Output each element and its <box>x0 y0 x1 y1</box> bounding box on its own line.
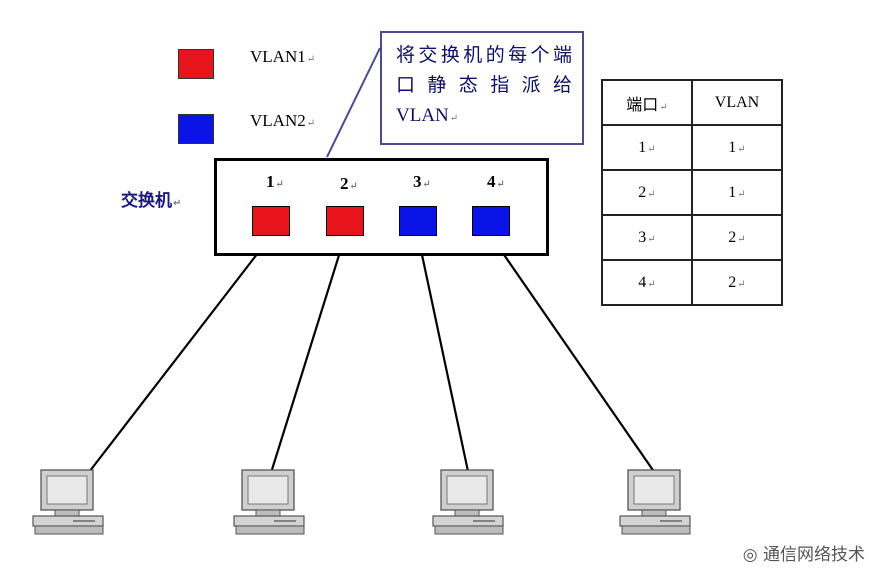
computer-icon-3 <box>432 469 504 535</box>
callout-pointer <box>326 47 381 158</box>
table-cell-port: 2↵ <box>601 169 693 216</box>
table-cell-vlan: 1↵ <box>691 169 783 216</box>
cable-port-3 <box>416 235 471 477</box>
table-cell-vlan: 2↵ <box>691 259 783 306</box>
paragraph-mark: ↵ <box>306 54 316 65</box>
table-header-row: 端口↵ VLAN <box>601 79 783 126</box>
table-cell-vlan: 1↵ <box>691 124 783 171</box>
table-row: 4↵ 2↵ <box>601 259 783 306</box>
switch-label: 交换机↵ <box>121 191 182 211</box>
wechat-icon: ◎ <box>742 545 758 565</box>
computer-icon-4 <box>619 469 691 535</box>
port-number-4: 4↵ <box>487 172 505 191</box>
port-4 <box>472 206 510 236</box>
legend-swatch-vlan1 <box>178 49 214 79</box>
cable-port-1 <box>85 235 272 477</box>
port-number-2: 2↵ <box>340 174 358 193</box>
table-row: 3↵ 2↵ <box>601 214 783 261</box>
paragraph-mark: ↵ <box>449 113 459 124</box>
port-3 <box>399 206 437 236</box>
table-header-vlan: VLAN <box>691 79 783 126</box>
port-2 <box>326 206 364 236</box>
port-number-3: 3↵ <box>413 172 431 191</box>
port-vlan-table: 端口↵ VLAN 1↵ 1↵ 2↵ 1↵ 3↵ 2↵ 4↵ 2↵ <box>601 79 783 306</box>
table-cell-vlan: 2↵ <box>691 214 783 261</box>
table-row: 1↵ 1↵ <box>601 124 783 171</box>
table-cell-port: 4↵ <box>601 259 693 306</box>
legend-swatch-vlan2 <box>178 114 214 144</box>
port-number-1: 1↵ <box>266 172 284 191</box>
callout-box: 将交换机的每个端 口静态指派给 VLAN↵ <box>380 31 584 145</box>
cable-port-4 <box>490 235 658 477</box>
callout-line-1: 将交换机的每个端 <box>396 45 572 66</box>
computer-icon-2 <box>233 469 305 535</box>
callout-line-2: 口静态指派给 <box>396 75 572 96</box>
legend-label-vlan2: VLAN2↵ <box>250 111 316 130</box>
table-header-port: 端口↵ <box>601 79 693 126</box>
paragraph-mark: ↵ <box>306 118 316 129</box>
cable-port-2 <box>268 235 347 477</box>
port-1 <box>252 206 290 236</box>
computer-icon-1 <box>32 469 104 535</box>
table-cell-port: 1↵ <box>601 124 693 171</box>
table-cell-port: 3↵ <box>601 214 693 261</box>
watermark: ◎ 通信网络技术 <box>742 545 865 565</box>
callout-line-3: VLAN↵ <box>396 105 459 126</box>
paragraph-mark: ↵ <box>173 198 182 209</box>
table-row: 2↵ 1↵ <box>601 169 783 216</box>
legend-label-vlan1: VLAN1↵ <box>250 47 316 66</box>
